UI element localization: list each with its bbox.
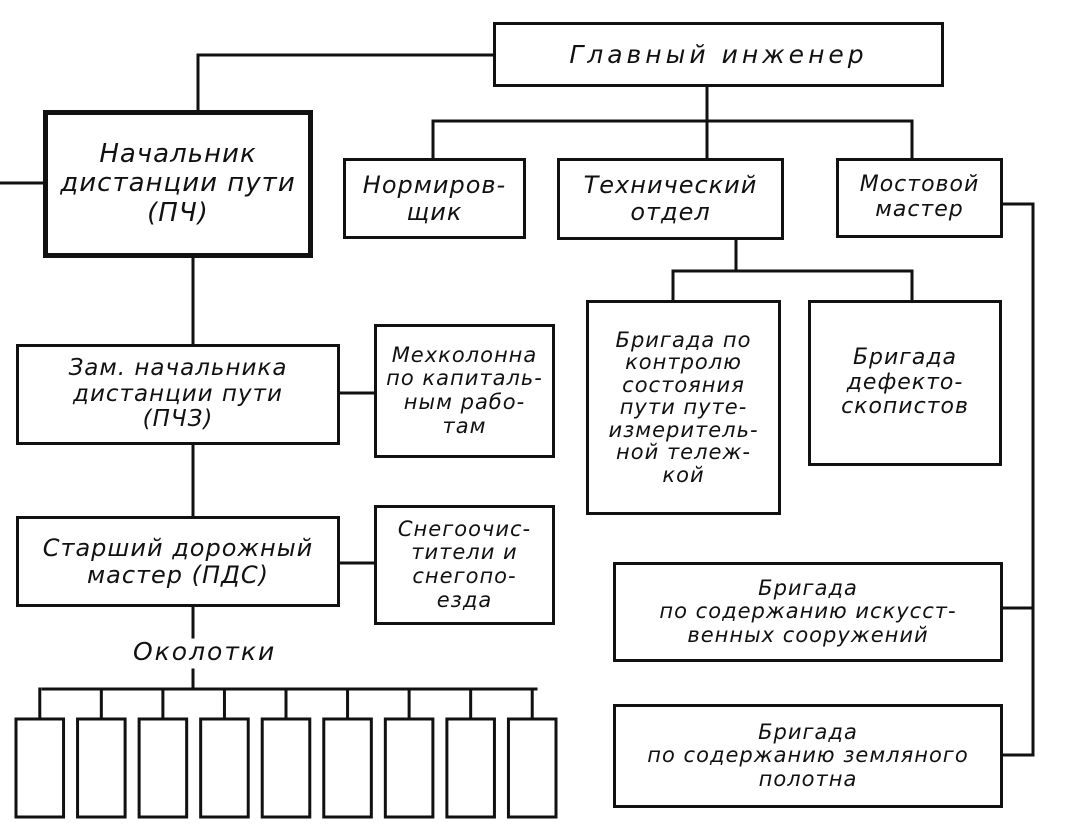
section-box <box>322 717 373 819</box>
track-control-brigade-label: Бригада по контролю состояния пути путе-… <box>608 327 759 487</box>
section-box <box>14 717 66 819</box>
snow-cleaners-label: Снегоочис- тители и снегопо- езда <box>397 516 532 612</box>
section-box <box>76 717 127 819</box>
head-label: Начальник дистанции пути (ПЧ) <box>60 139 296 228</box>
deputy-label: Зам. начальника дистанции пути (ПЧЗ) <box>68 354 288 433</box>
section-box <box>137 717 189 819</box>
line-chief-to-head <box>196 53 495 112</box>
chief-engineer-label: Главный инженер <box>569 39 868 69</box>
earthwork-brigade-box: Бригада по содержанию земляного полотна <box>613 704 1003 808</box>
artificial-structures-brigade-box: Бригада по содержанию искусст- венных со… <box>613 562 1003 662</box>
normer-label: Нормиров- щик <box>362 170 507 226</box>
sections-label: Околотки <box>133 637 277 666</box>
tech-dept-box: Технический отдел <box>557 158 784 240</box>
deputy-box: Зам. начальника дистанции пути (ПЧЗ) <box>16 344 340 445</box>
section-box <box>260 717 312 819</box>
section-box <box>383 717 435 819</box>
defect-brigade-box: Бригада дефекто- скопистов <box>808 300 1002 466</box>
artificial-structures-brigade-label: Бригада по содержанию искусст- венных со… <box>659 575 957 647</box>
mech-column-label: Мехколонна по капиталь- ным рабо- там <box>386 342 543 438</box>
senior-master-box: Старший дорожный мастер (ПДС) <box>16 516 340 607</box>
bridge-master-label: Мостовой мастер <box>859 172 980 222</box>
bridge-master-box: Мостовой мастер <box>836 158 1003 238</box>
snow-cleaners-box: Снегоочис- тители и снегопо- езда <box>374 505 555 625</box>
defect-brigade-label: Бригада дефекто- скопистов <box>841 345 969 420</box>
head-box: Начальник дистанции пути (ПЧ) <box>43 110 313 258</box>
chief-engineer-box: Главный инженер <box>493 22 944 87</box>
section-box <box>506 717 558 819</box>
mech-column-box: Мехколонна по капиталь- ным рабо- там <box>374 324 555 458</box>
line-bridge-master-right <box>1001 202 1035 757</box>
section-box <box>445 717 496 819</box>
tech-dept-label: Технический отдел <box>583 171 758 226</box>
track-control-brigade-box: Бригада по контролю состояния пути путе-… <box>586 300 781 515</box>
normer-box: Нормиров- щик <box>343 158 526 239</box>
senior-master-label: Старший дорожный мастер (ПДС) <box>42 533 314 589</box>
earthwork-brigade-label: Бригада по содержанию земляного полотна <box>647 719 969 791</box>
section-box <box>199 717 250 819</box>
